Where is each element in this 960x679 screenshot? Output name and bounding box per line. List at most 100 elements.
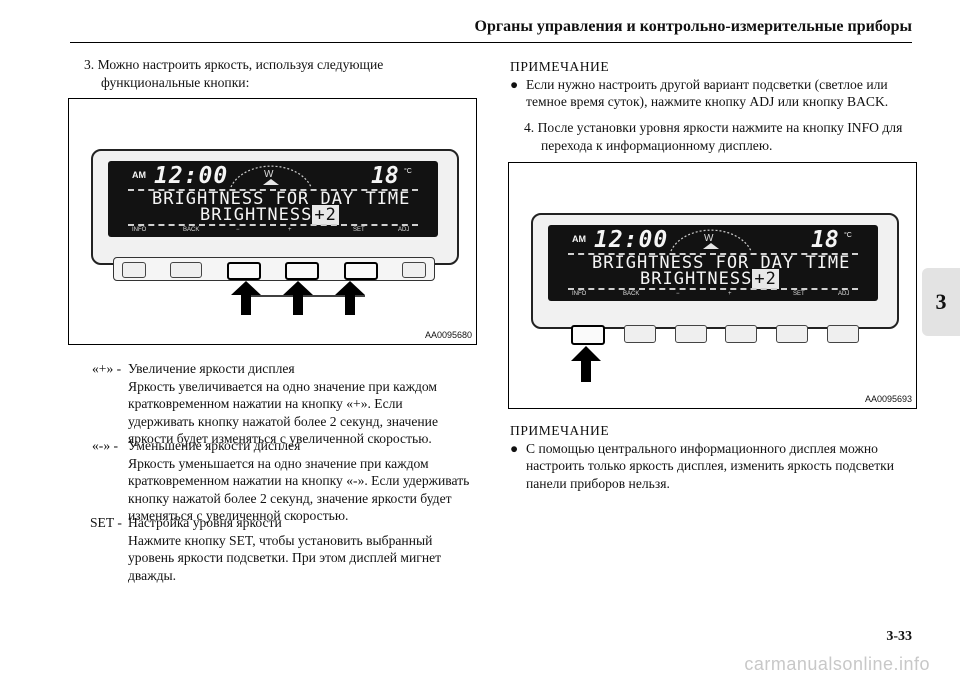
figure-2: AM 12:00 W 18 °C BRIGHTNESS FOR DAY TIME… bbox=[508, 162, 917, 409]
display-unit-1: AM 12:00 W 18 °C BRIGHTNESS FOR DAY TIME… bbox=[91, 149, 459, 265]
note-1: ПРИМЕЧАНИЕ ● Если нужно настроить другой … bbox=[510, 58, 888, 111]
key-label-minus: − bbox=[236, 227, 240, 233]
lcd-divider-bottom bbox=[128, 224, 418, 226]
temperature-unit: °C bbox=[844, 232, 852, 239]
plus-button[interactable] bbox=[725, 325, 758, 343]
key-label-info: INFO bbox=[132, 227, 147, 233]
arrow-up-icon bbox=[231, 281, 261, 315]
info-button[interactable] bbox=[571, 325, 605, 345]
lcd-line-1: BRIGHTNESS FOR DAY TIME bbox=[592, 253, 851, 273]
header-rule bbox=[70, 42, 912, 43]
definition-line: Настройка уровня яркости bbox=[128, 515, 282, 530]
set-button[interactable] bbox=[776, 325, 809, 343]
definition-line: удерживать кнопку нажатой более 2 секунд… bbox=[128, 413, 438, 429]
lcd-line-2: BRIGHTNESS+2 bbox=[640, 269, 779, 289]
definition-line: Яркость увеличивается на одно значение п… bbox=[128, 378, 438, 394]
temperature-readout: 18 bbox=[811, 227, 839, 253]
bullet-icon: ● bbox=[510, 440, 519, 456]
step-4-number: 4. bbox=[524, 120, 535, 135]
lcd-divider-bottom bbox=[568, 288, 858, 290]
definition-key: «+» - bbox=[92, 361, 122, 376]
button-row-1 bbox=[113, 257, 435, 281]
key-label-set: SET bbox=[353, 227, 365, 233]
set-button[interactable] bbox=[343, 262, 378, 280]
step-3-line2: функциональные кнопки: bbox=[101, 74, 250, 90]
definition-line: кратковременном нажатии на кнопку «+». Е… bbox=[128, 396, 403, 411]
lcd-screen-1: AM 12:00 W 18 °C BRIGHTNESS FOR DAY TIME… bbox=[108, 161, 438, 237]
key-label-set: SET bbox=[793, 291, 805, 297]
definition-line: уровень яркости подсветки. При этом дисп… bbox=[128, 550, 442, 565]
display-unit-2: AM 12:00 W 18 °C BRIGHTNESS FOR DAY TIME… bbox=[531, 213, 899, 329]
section-header: Органы управления и контрольно-измерител… bbox=[474, 18, 912, 35]
key-label-minus: − bbox=[676, 291, 680, 297]
definition-line: изменяться с увеличенной скоростью. bbox=[128, 508, 349, 523]
adj-button[interactable] bbox=[401, 262, 426, 278]
back-button[interactable] bbox=[170, 262, 203, 278]
step-3-line1: Можно настроить яркость, используя следу… bbox=[97, 57, 384, 72]
step-4: 4. После установки уровня яркости нажмит… bbox=[524, 119, 902, 154]
figure-1-code: AA0095680 bbox=[424, 330, 472, 340]
temperature-readout: 18 bbox=[371, 163, 399, 189]
lcd-divider-top bbox=[128, 189, 418, 191]
adj-button[interactable] bbox=[826, 325, 859, 343]
ampm-indicator: AM bbox=[572, 234, 586, 244]
step-3: 3. Можно настроить яркость, используя сл… bbox=[84, 56, 383, 91]
definition-line: кратковременном нажатии на кнопку «-». Е… bbox=[128, 473, 470, 488]
figure-2-code: AA0095693 bbox=[864, 394, 912, 404]
definition-line: кнопку нажатой более 2 секунд, значение … bbox=[128, 490, 452, 506]
minus-button[interactable] bbox=[674, 325, 707, 343]
note-2-title: ПРИМЕЧАНИЕ bbox=[510, 423, 610, 438]
arrow-up-icon bbox=[335, 281, 365, 315]
note-1-line1: Если нужно настроить другой вариант подс… bbox=[526, 76, 888, 92]
bullet-icon: ● bbox=[510, 76, 519, 92]
brightness-value: +2 bbox=[752, 269, 779, 289]
arrow-connector bbox=[245, 295, 365, 297]
compass-arc-icon: W bbox=[230, 165, 312, 188]
key-label-adj: ADJ bbox=[398, 227, 410, 233]
chapter-tab[interactable]: 3 bbox=[922, 268, 960, 336]
key-label-plus: + bbox=[288, 227, 292, 233]
info-button[interactable] bbox=[122, 262, 146, 278]
figure-1: AM 12:00 W 18 °C BRIGHTNESS FOR DAY TIME… bbox=[68, 98, 477, 345]
ampm-indicator: AM bbox=[132, 170, 146, 180]
definition-minus: «-» - Уменьшение яркости дисплея Яркость… bbox=[92, 437, 469, 525]
note-2: ПРИМЕЧАНИЕ ● С помощью центрального инфор… bbox=[510, 422, 894, 492]
page-number: 3-33 bbox=[886, 629, 912, 644]
step-4-line1: После установки уровня яркости нажмите н… bbox=[537, 120, 903, 135]
watermark: carmanualsonline.info bbox=[744, 654, 930, 674]
key-label-info: INFO bbox=[572, 291, 587, 297]
lcd-line-2: BRIGHTNESS+2 bbox=[200, 205, 339, 225]
key-label-plus: + bbox=[728, 291, 732, 297]
button-row-2 bbox=[565, 321, 865, 345]
definition-plus: «+» - Увеличение яркости дисплея Яркость… bbox=[92, 360, 438, 448]
lcd-divider-top bbox=[568, 253, 858, 255]
note-2-line3: панели приборов нельзя. bbox=[526, 475, 670, 491]
step-4-line2: перехода к информационному дисплею. bbox=[541, 137, 773, 153]
back-button[interactable] bbox=[623, 325, 656, 343]
note-2-line1: С помощью центрального информационного д… bbox=[526, 440, 878, 456]
lcd-screen-2: AM 12:00 W 18 °C BRIGHTNESS FOR DAY TIME… bbox=[548, 225, 878, 301]
definition-set: SET - Настройка уровня яркости Нажмите к… bbox=[90, 514, 441, 584]
definition-line: яркости будет изменяться с увеличенной с… bbox=[128, 431, 432, 446]
definition-line: Яркость уменьшается на одно значение при… bbox=[128, 455, 429, 471]
key-label-back: BACK bbox=[183, 227, 200, 233]
definition-line: Нажмите кнопку SET, чтобы установить выб… bbox=[128, 532, 433, 548]
svg-text:W: W bbox=[264, 169, 274, 180]
definition-line: Уменьшение яркости дисплея bbox=[128, 438, 301, 453]
note-1-title: ПРИМЕЧАНИЕ bbox=[510, 59, 610, 74]
arrow-up-icon bbox=[571, 346, 601, 382]
definition-line: Увеличение яркости дисплея bbox=[128, 361, 295, 376]
temperature-unit: °C bbox=[404, 168, 412, 175]
plus-button[interactable] bbox=[285, 262, 320, 280]
definition-key: SET - bbox=[90, 515, 122, 530]
definition-line: дважды. bbox=[128, 567, 177, 583]
step-3-number: 3. bbox=[84, 57, 95, 72]
lcd-line-1: BRIGHTNESS FOR DAY TIME bbox=[152, 189, 411, 209]
key-label-back: BACK bbox=[623, 291, 640, 297]
clock-readout: 12:00 bbox=[154, 163, 229, 189]
minus-button[interactable] bbox=[226, 262, 261, 280]
arrow-up-icon bbox=[283, 281, 313, 315]
key-label-adj: ADJ bbox=[838, 291, 850, 297]
lcd-line-2-label: BRIGHTNESS bbox=[640, 269, 753, 289]
compass-arc-icon: W bbox=[670, 229, 752, 252]
